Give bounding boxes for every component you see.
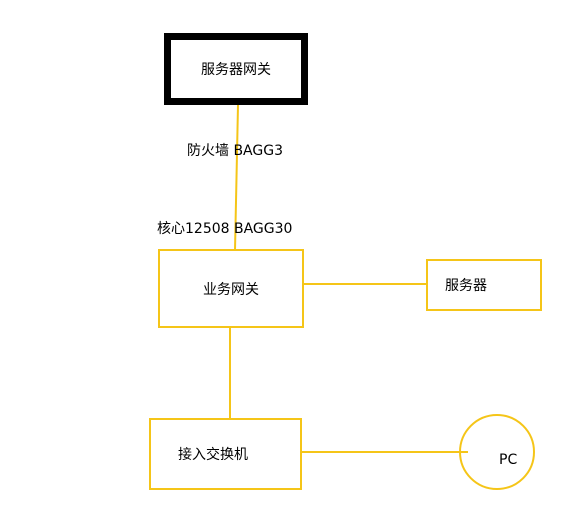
server-gateway-label: 服务器网关 xyxy=(201,62,271,78)
access-switch-box: 接入交换机 xyxy=(149,418,302,490)
business-gateway-label: 业务网关 xyxy=(203,281,259,298)
pc-circle xyxy=(459,414,535,490)
firewall-label: 防火墙 BAGG3 xyxy=(187,143,283,159)
pc-label: PC xyxy=(499,452,518,468)
server-label: 服务器 xyxy=(445,278,487,294)
access-switch-label: 接入交换机 xyxy=(178,447,248,463)
server-box: 服务器 xyxy=(426,259,542,311)
server-gateway-box: 服务器网关 xyxy=(164,33,308,105)
connector-gateway-business xyxy=(234,104,239,251)
business-gateway-box: 业务网关 xyxy=(158,249,304,328)
core-label: 核心12508 BAGG30 xyxy=(157,221,293,237)
